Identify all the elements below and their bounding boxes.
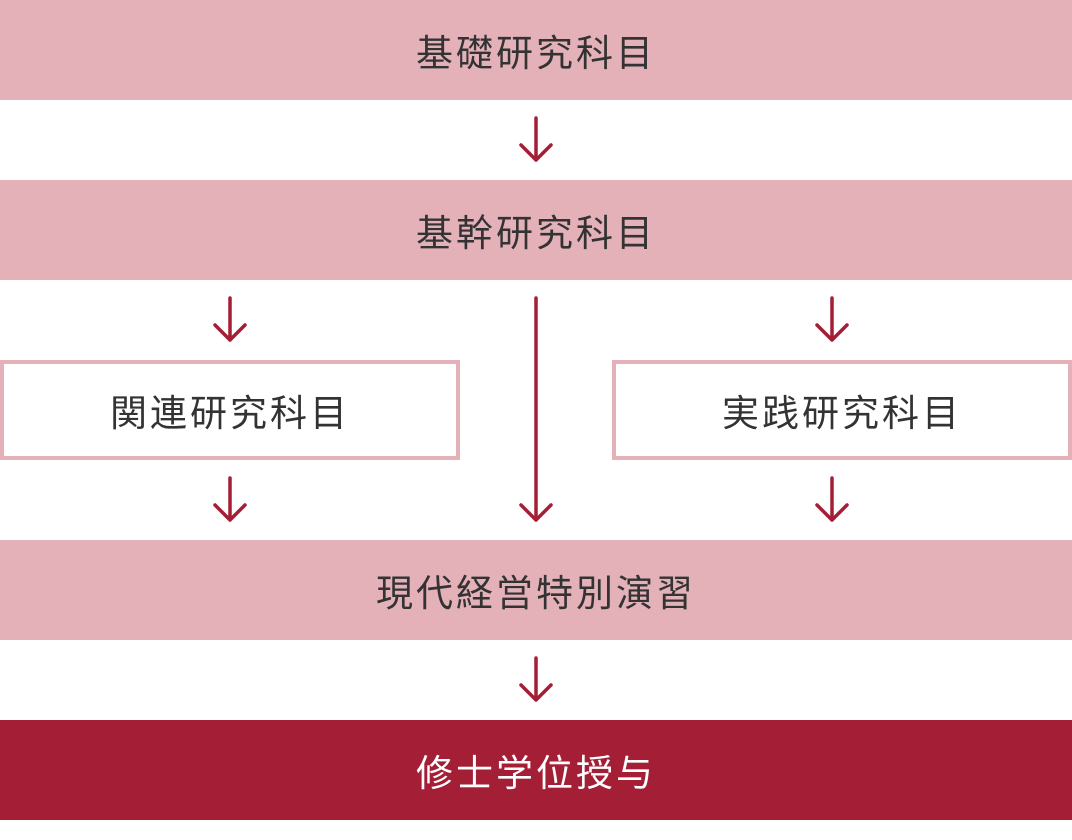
stage-seminar: 現代経営特別演習 [0, 540, 1072, 640]
stage-degree-label: 修士学位授与 [416, 752, 656, 795]
arrow-seminar-to-degree [519, 656, 553, 702]
arrow-core-to-related [213, 296, 247, 342]
arrow-core-to-practical [815, 296, 849, 342]
stage-degree-award: 修士学位授与 [0, 720, 1072, 820]
stage-basic-label: 基礎研究科目 [416, 32, 656, 75]
stage-core-label: 基幹研究科目 [416, 212, 656, 255]
arrow-core-to-seminar [519, 296, 553, 522]
stage-seminar-label: 現代経営特別演習 [376, 572, 696, 615]
stage-related-label: 関連研究科目 [110, 392, 350, 435]
stage-practical-label: 実践研究科目 [722, 392, 962, 435]
stage-practical-research-subjects: 実践研究科目 [612, 360, 1072, 460]
stage-core-research-subjects: 基幹研究科目 [0, 180, 1072, 280]
stage-related-research-subjects: 関連研究科目 [0, 360, 460, 460]
stage-basic-research-subjects: 基礎研究科目 [0, 0, 1072, 100]
arrow-related-to-seminar [213, 476, 247, 522]
arrow-practical-to-seminar [815, 476, 849, 522]
arrow-basic-to-core [519, 116, 553, 162]
